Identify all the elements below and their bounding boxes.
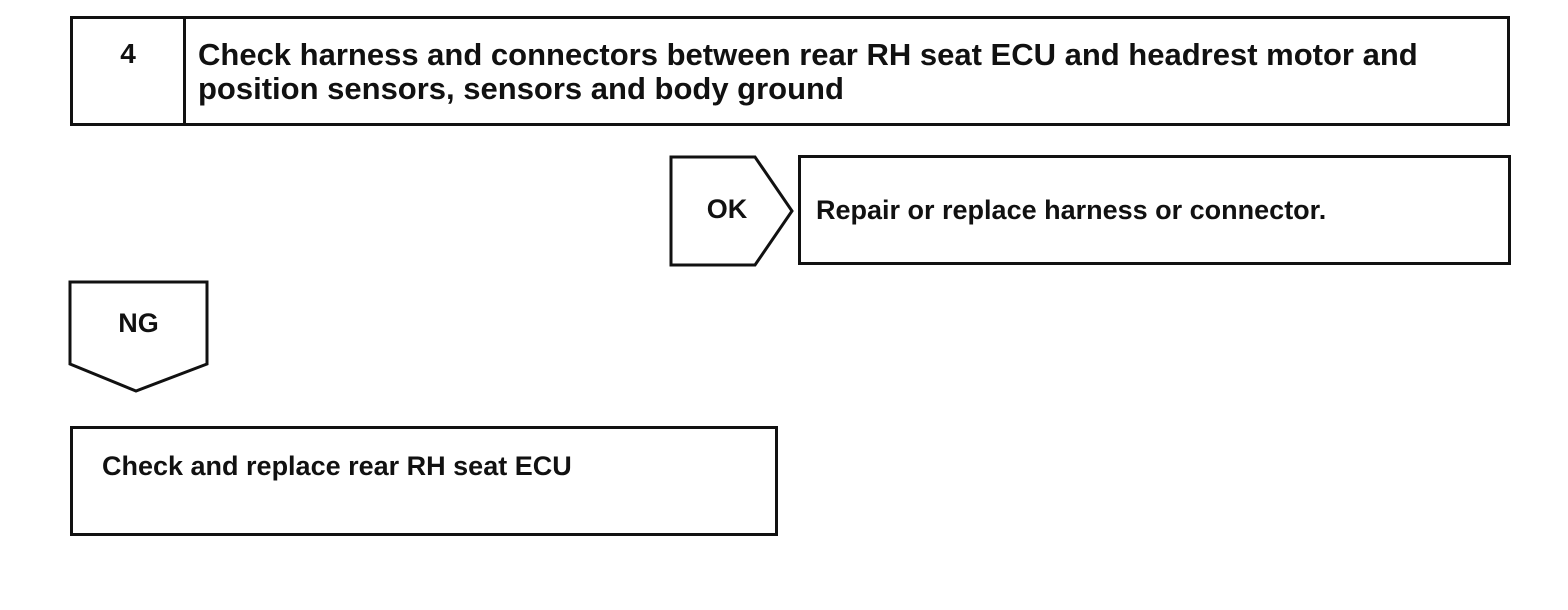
step-number: 4 [120,38,136,69]
ng-arrow-icon [68,280,209,393]
ok-branch-label: OK [706,194,748,224]
ok-arrow-icon [669,155,794,267]
ok-result-text: Repair or replace harness or connector. [816,195,1327,225]
ng-branch-label: NG [118,308,159,338]
ok-result-box [798,155,1511,265]
step-box [70,16,1510,126]
ng-result-box [70,426,778,536]
step-title: Check harness and connectors between rea… [198,37,1418,106]
step-divider [183,16,186,126]
ng-result-text: Check and replace rear RH seat ECU [102,451,572,481]
